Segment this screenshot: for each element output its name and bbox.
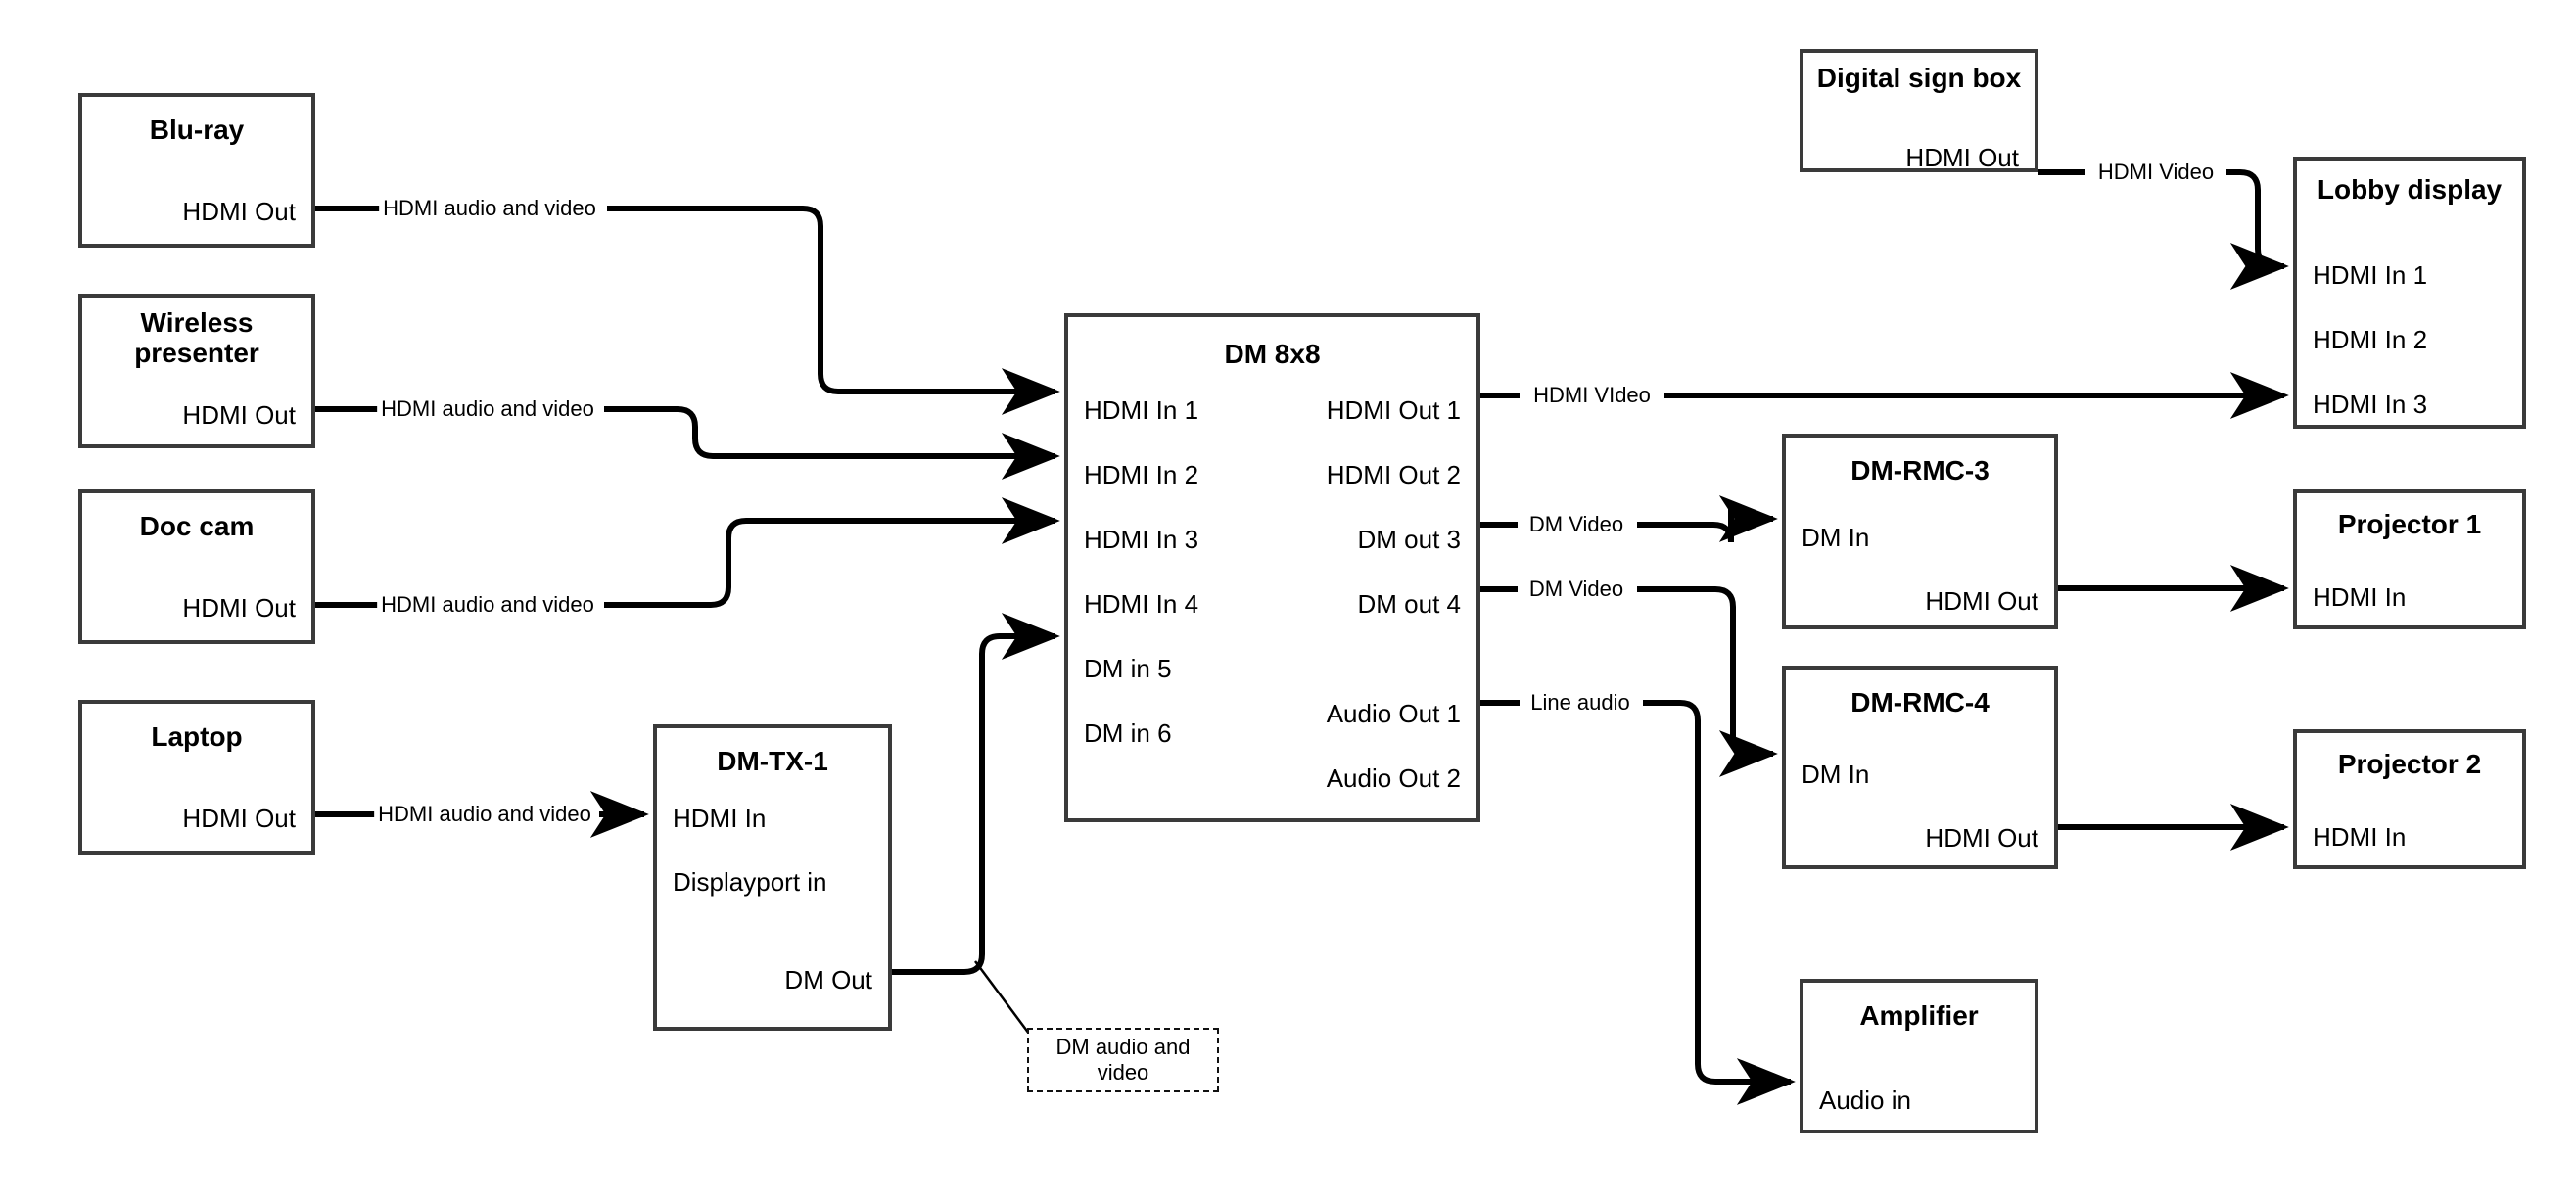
port-doccam-out-0: HDMI Out — [182, 593, 296, 623]
wire-dm8x8-dmout4-to-rmc4-dm-in — [1480, 586, 1773, 754]
wire-label-dmout4-link: DM Video — [1524, 577, 1628, 602]
port-amp-in-0: Audio in — [1819, 1086, 1911, 1115]
wire-label-audioout1-link: Line audio — [1526, 690, 1634, 716]
wire-label-signbox-link: HDMI Video — [2093, 160, 2219, 185]
device-box-proj2[interactable]: Projector 2 HDMI In — [2293, 729, 2526, 869]
device-box-rmc4[interactable]: DM-RMC-4 DM In HDMI Out — [1782, 666, 2058, 869]
port-dm8x8-in-3: HDMI In 4 — [1084, 589, 1199, 619]
device-title-bluray: Blu-ray — [149, 115, 245, 145]
port-dm8x8-in-5: DM in 6 — [1084, 718, 1172, 748]
device-box-proj1[interactable]: Projector 1 HDMI In — [2293, 489, 2526, 629]
device-box-rmc3[interactable]: DM-RMC-3 DM In HDMI Out — [1782, 434, 2058, 629]
port-dm8x8-in-1: HDMI In 2 — [1084, 460, 1199, 489]
port-dm8x8-in-2: HDMI In 3 — [1084, 525, 1199, 554]
wire-dmtx1-to-dm8x8-dm-in-5 — [892, 613, 1060, 975]
port-wireless-out-0: HDMI Out — [182, 400, 296, 430]
device-title-rmc4: DM-RMC-4 — [1850, 687, 1990, 717]
port-rmc3-out-0: HDMI Out — [1925, 586, 2038, 616]
port-lobby-in-2: HDMI In 3 — [2313, 390, 2428, 419]
port-proj2-in-0: HDMI In — [2313, 822, 2407, 852]
port-lobby-in-1: HDMI In 2 — [2313, 325, 2428, 354]
device-title-amp: Amplifier — [1859, 1000, 1979, 1031]
wire-label-wireless-link: HDMI audio and video — [377, 396, 598, 422]
device-title-rmc3: DM-RMC-3 — [1850, 455, 1990, 485]
wire-signbox-to-lobby-hdmi-in-1 — [2038, 169, 2284, 266]
device-title-proj1: Projector 1 — [2337, 509, 2482, 539]
device-title-signbox: Digital sign box — [1816, 63, 2022, 93]
device-title-proj2: Projector 2 — [2337, 749, 2482, 779]
port-rmc4-out-0: HDMI Out — [1925, 823, 2038, 853]
note-box-text: DM audio and video — [1055, 1034, 1191, 1085]
wire-dm8x8-dmout3-to-rmc3-dm-in — [1480, 501, 1773, 542]
note-box-dm-audio-video-note: DM audio and video — [1027, 1028, 1219, 1092]
port-lobby-in-0: HDMI In 1 — [2313, 260, 2428, 290]
port-signbox-out-0: HDMI Out — [1905, 143, 2019, 172]
wire-doccam-to-dm8x8-hdmi-in-3 — [315, 521, 1055, 608]
wire-wireless-to-dm8x8-hdmi-in-2 — [315, 409, 1055, 456]
device-title-lobby: Lobby display — [2317, 174, 2503, 205]
device-title-dm8x8: DM 8x8 — [1224, 339, 1321, 369]
port-dm8x8-out-3: DM out 4 — [1357, 589, 1462, 619]
wire-dm8x8-audioout1-to-amplifier — [1480, 700, 1791, 1082]
port-dm8x8-out-4: Audio Out 1 — [1326, 699, 1461, 728]
port-dm8x8-in-0: HDMI In 1 — [1084, 395, 1199, 425]
port-dm8x8-out-1: HDMI Out 2 — [1326, 460, 1461, 489]
wire-label-laptop-link: HDMI audio and video — [374, 802, 595, 827]
device-title-doccam: Doc cam — [139, 511, 255, 541]
port-rmc4-in-0: DM In — [1802, 760, 1870, 789]
port-dm8x8-in-4: DM in 5 — [1084, 654, 1172, 683]
port-dmtx1-in-0: HDMI In — [673, 804, 767, 833]
wire-bluray-to-dm8x8-hdmi-in-1 — [315, 206, 1055, 392]
wire-label-doccam-link: HDMI audio and video — [377, 592, 598, 618]
wire-label-dmout3-link: DM Video — [1524, 512, 1628, 537]
port-bluray-out-0: HDMI Out — [182, 197, 296, 226]
port-dm8x8-out-0: HDMI Out 1 — [1326, 395, 1461, 425]
port-laptop-out-0: HDMI Out — [182, 804, 296, 833]
port-rmc3-in-0: DM In — [1802, 523, 1870, 552]
port-dm8x8-out-2: DM out 3 — [1357, 525, 1462, 554]
device-title-dmtx1: DM-TX-1 — [717, 746, 828, 776]
wire-label-bluray-link: HDMI audio and video — [379, 196, 600, 221]
port-proj1-in-0: HDMI In — [2313, 582, 2407, 612]
port-dm8x8-out-5: Audio Out 2 — [1326, 763, 1461, 793]
leader-dm-audio-video-note — [973, 960, 1031, 1035]
wire-label-hdmiout1-link: HDMI VIdeo — [1529, 383, 1655, 408]
port-dmtx1-in-1: Displayport in — [673, 867, 827, 897]
port-dmtx1-out-0: DM Out — [784, 965, 872, 994]
device-title-laptop: Laptop — [151, 721, 243, 752]
device-title-wireless: Wireless presenter — [134, 307, 259, 369]
